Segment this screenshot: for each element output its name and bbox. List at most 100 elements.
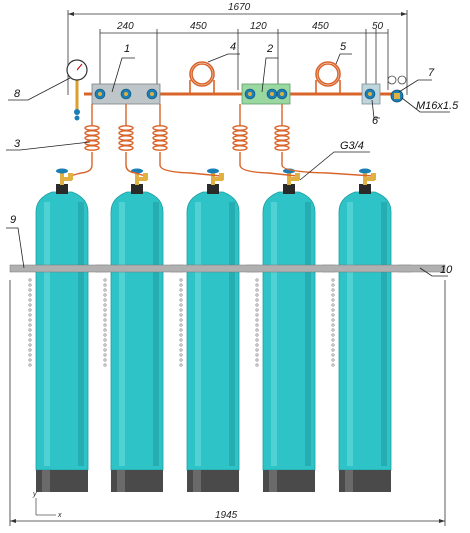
chain-link [103,363,107,367]
dim-end-offset: 50 [372,21,384,32]
chain-link [255,333,259,337]
chain-link [179,353,183,357]
chain-link [255,318,259,322]
callout-2: 2 [266,43,273,55]
chain-link [179,303,183,307]
chain-link [179,283,183,287]
cylinder-shade [381,202,387,466]
pigtail-5 [274,104,376,180]
pigtail-lead [281,152,374,177]
chain-link [255,343,259,347]
chain-link [28,323,32,327]
chain-link [28,348,32,352]
pigtail-coil [274,145,290,151]
chain-link [255,363,259,367]
callout-thread-cylinder: G3/4 [340,140,364,152]
valve-hub [368,92,372,96]
chain-link [28,283,32,287]
chain-link [331,313,335,317]
dim-block2-offset: 120 [250,21,267,32]
chain-link [179,363,183,367]
callout-9: 9 [10,214,16,226]
callout-6: 6 [372,115,379,127]
cylinder-highlight [271,202,277,466]
chain-link [331,303,335,307]
pigtail-coil [118,145,134,151]
cylinder-1 [28,168,109,492]
chain-link [179,338,183,342]
callout-thread-outlet: M16x1.5 [416,100,459,112]
valve-hub [280,92,284,96]
chain-link [28,298,32,302]
pigtail-coil [152,135,168,141]
cylinder-shade [153,202,159,466]
pigtail-coil [232,135,248,141]
callout-7: 7 [428,67,435,79]
clamp-bar [9,264,446,273]
cylinder-valve-handle [359,168,371,174]
manifold-valve-3 [146,88,158,100]
chain-link [179,358,183,362]
dim-bottom-span: 1945 [215,510,238,521]
pigtail-coil [152,130,168,136]
cylinder-shade [78,202,84,466]
pigtail-group [68,104,376,180]
chain-link [255,338,259,342]
callout-4: 4 [230,41,236,53]
cylinder-base-highlight [42,470,50,492]
callout-8: 8 [14,88,21,100]
chain-link [331,278,335,282]
chain-link [331,348,335,352]
pigtail-fitting [371,173,376,180]
chain-link [103,298,107,302]
callout-5: 5 [340,41,347,53]
chain-link [103,293,107,297]
manifold-block-2 [241,83,291,105]
callout-1: 1 [124,43,130,55]
chain-link [255,323,259,327]
chain-link [179,313,183,317]
dimension-arrows [10,12,445,523]
cylinder-valve-handle [207,168,219,174]
leader-lines [6,53,450,277]
chain-link [179,328,183,332]
manifold-valve-6 [276,88,288,100]
pigtail-coil [274,130,290,136]
chain-link [331,358,335,362]
pigtail-coil [84,130,100,136]
pigtail-coil [274,135,290,141]
cylinder-valve-stem [60,172,64,185]
cylinder-highlight [44,202,50,466]
pigtail-coil [84,140,100,146]
chain-link [255,303,259,307]
chain-link [331,298,335,302]
coil-5 [315,61,341,94]
chain-link [103,288,107,292]
chain-link [255,283,259,287]
valve-hub [98,92,102,96]
chain-link [103,343,107,347]
chain-link [28,353,32,357]
pigtail-coil [152,125,168,131]
chain-link [331,308,335,312]
cylinder-base-highlight [193,470,201,492]
pigtail-coil [152,145,168,151]
chain-link [255,308,259,312]
pigtail-1 [68,104,100,180]
chain-link [331,288,335,292]
cylinder-valve-stem [287,172,291,185]
chain-link [331,338,335,342]
cylinder-shade [229,202,235,466]
dimension-lines [9,10,446,526]
chain-link [103,278,107,282]
chain-link [179,318,183,322]
pigtail-coil [232,145,248,151]
pigtail-coil [232,140,248,146]
chain-link [28,338,32,342]
chain-link [255,298,259,302]
pigtail-lead [69,152,93,177]
pigtail-coil [118,140,134,146]
pigtail-fitting [143,173,148,180]
pigtail-coil [274,140,290,146]
chain-link [331,343,335,347]
